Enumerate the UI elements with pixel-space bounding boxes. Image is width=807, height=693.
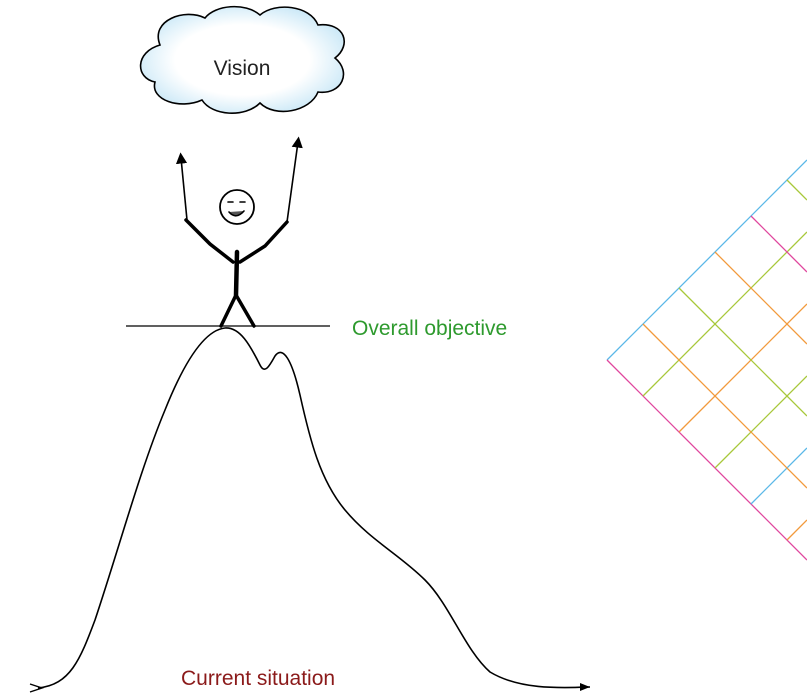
figure-smile [228, 210, 245, 217]
figure-right-leg [234, 293, 256, 328]
vision-label: Vision [214, 57, 271, 80]
figure-body [233, 249, 240, 298]
vision-cloud: Vision [139, 5, 345, 114]
figure-left-leg [219, 293, 238, 328]
right-end-arrowhead [580, 683, 590, 691]
left-arrow [175, 152, 188, 221]
objective-label: Overall objective [352, 317, 507, 340]
current-situation-label: Current situation [181, 667, 335, 690]
left-end-arrowhead [29, 683, 45, 693]
grid-line-se-4 [750, 215, 807, 273]
grid-line-se-5 [786, 179, 807, 201]
grid-line-se-1 [642, 323, 807, 489]
grid-edge-top-left [606, 159, 807, 361]
grid-edge-bottom-left [606, 359, 807, 561]
grid-line-ne-3 [714, 375, 807, 469]
grid-line-se-2 [678, 287, 807, 417]
cloud-shape [139, 5, 345, 114]
mountain-curve [37, 327, 591, 689]
grid-line-ne-4 [750, 447, 807, 505]
grid-line-ne-1 [642, 231, 807, 397]
grid-line-ne-2 [678, 303, 807, 433]
figure-head [219, 189, 255, 225]
grid-line-se-3 [714, 251, 807, 345]
figure-left-arm [184, 218, 235, 264]
diamond-grid [606, 159, 807, 561]
stick-figure [184, 189, 289, 328]
right-arrow [286, 136, 303, 223]
figure-right-arm [238, 220, 289, 264]
grid-line-ne-5 [786, 519, 807, 541]
